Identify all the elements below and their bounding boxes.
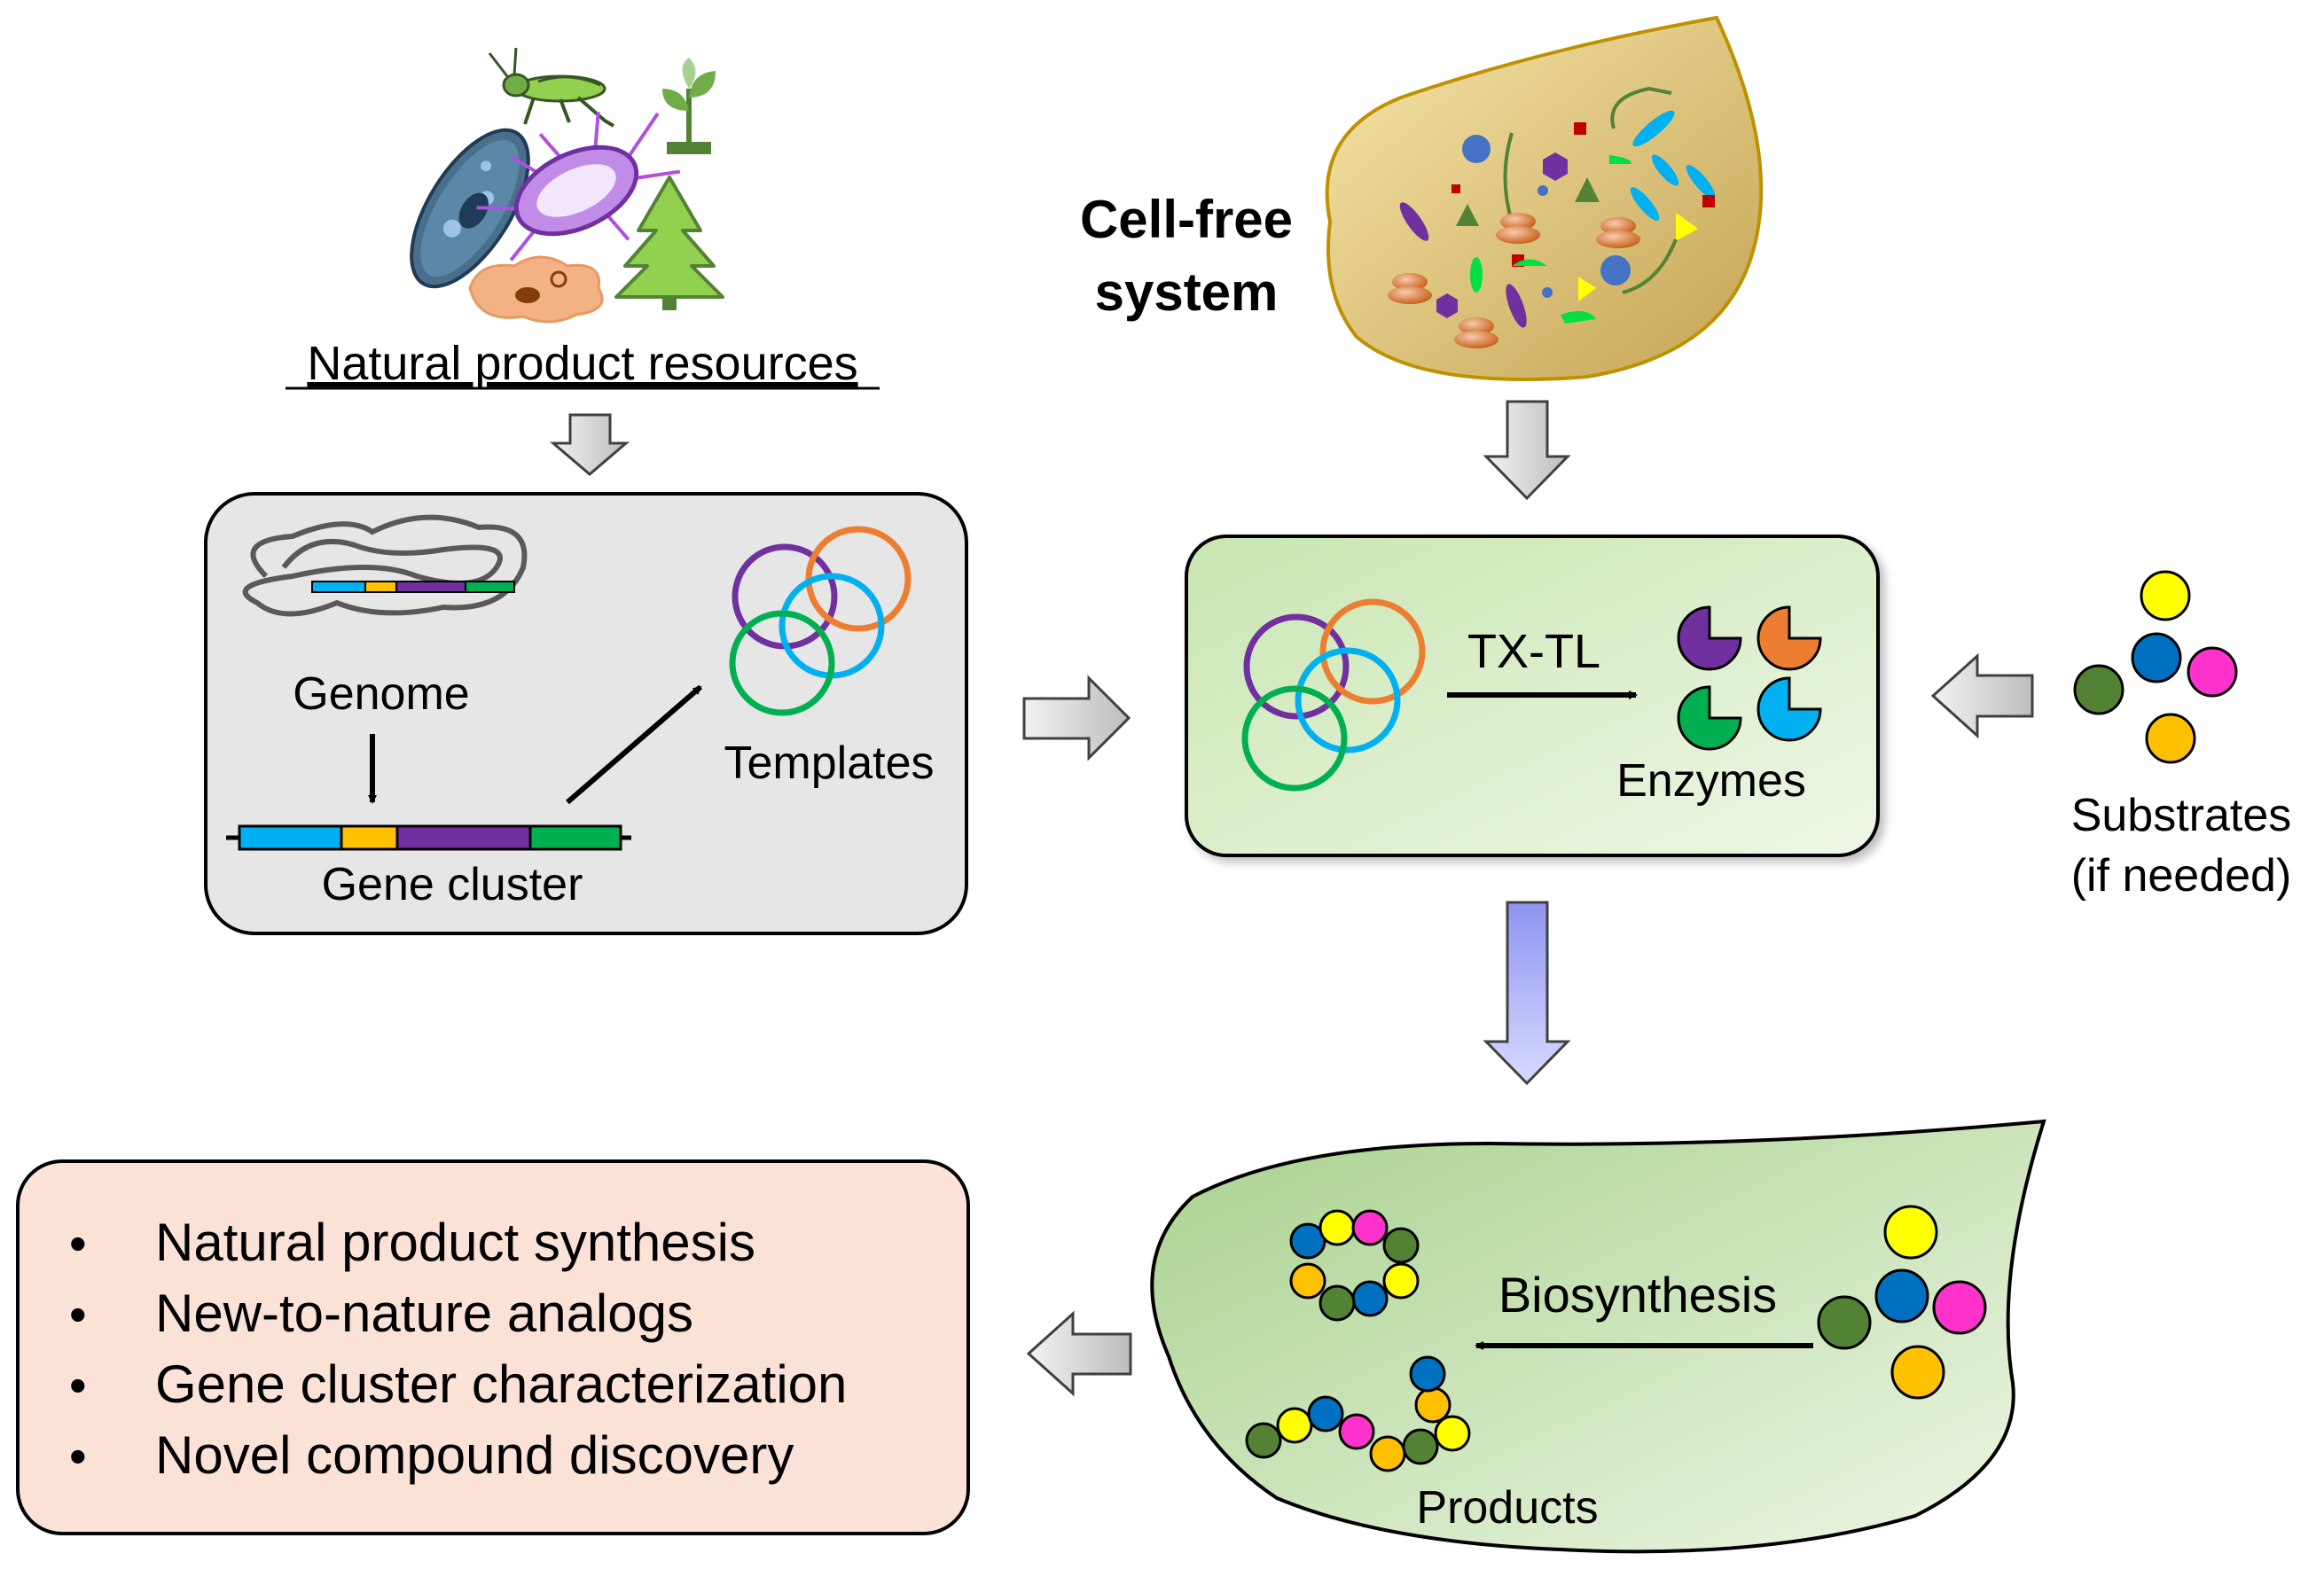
- product-chain-icon: [1245, 1355, 1471, 1472]
- list-bullet: •: [69, 1215, 87, 1271]
- grasshopper-icon: [488, 47, 615, 128]
- cell-free-extract: [1325, 15, 1764, 381]
- arrow-down-biosynthesis: [1483, 901, 1571, 1086]
- gene-cluster-icon: [226, 824, 631, 851]
- ribosome-icon: [1454, 317, 1498, 348]
- templates-label: Templates: [724, 738, 935, 789]
- arrow-left-substrates: [1930, 652, 2034, 739]
- substrates-label-line1: Substrates: [2071, 790, 2292, 841]
- list-bullet: •: [69, 1286, 87, 1342]
- arrow-left-applications: [1026, 1310, 1132, 1397]
- substrates-in-leaf-icon: [1817, 1205, 1987, 1400]
- genome-icon: [242, 514, 528, 617]
- cell-free-label-line2: system: [1095, 262, 1279, 322]
- cell-free-label-line1: Cell-free: [1080, 190, 1293, 249]
- applications-panel: [16, 1159, 970, 1535]
- templates-plasmid-icon: [729, 526, 912, 716]
- substrates-icon: [2073, 570, 2238, 764]
- amoeba-icon: [468, 255, 604, 324]
- bacterium-icon: [476, 112, 681, 262]
- arrow-down-resources: [549, 413, 630, 476]
- pine-tree-icon: [614, 176, 724, 310]
- list-bullet: •: [69, 1428, 87, 1484]
- plasmid-icon: [1241, 598, 1426, 792]
- list-item: Gene cluster characterization: [155, 1354, 847, 1414]
- arrow-right-to-txtl: [1022, 675, 1131, 761]
- enzyme-icon: [1677, 605, 1822, 751]
- ribosome-icon: [1596, 217, 1640, 248]
- arrow-cluster-to-templates: [566, 684, 702, 805]
- txtl-label: TX-TL: [1467, 625, 1600, 678]
- arrow-down-cellfree: [1483, 400, 1571, 501]
- applications-list: • Natural product synthesis • New-to-nat…: [69, 1213, 847, 1485]
- product-ring-icon: [1289, 1209, 1420, 1322]
- paramecium-icon: [410, 128, 530, 289]
- list-item: Natural product synthesis: [155, 1213, 755, 1272]
- ribosome-icon: [1388, 273, 1432, 304]
- natural-resources-label: Natural product resources: [307, 337, 857, 390]
- list-item: Novel compound discovery: [155, 1425, 794, 1485]
- sprout-icon: [662, 58, 716, 154]
- list-bullet: •: [69, 1357, 87, 1413]
- list-item: New-to-nature analogs: [155, 1284, 693, 1343]
- genome-label: Genome: [293, 668, 469, 720]
- substrates-label-line2: (if needed): [2071, 850, 2292, 902]
- genome-panel: [204, 492, 968, 935]
- natural-resources-illustration: [410, 47, 724, 324]
- ribosome-icon: [1496, 213, 1540, 244]
- enzymes-label: Enzymes: [1616, 755, 1806, 807]
- biosynthesis-label: Biosynthesis: [1498, 1267, 1777, 1323]
- products-label: Products: [1416, 1482, 1598, 1534]
- gene-cluster-label: Gene cluster: [322, 859, 583, 910]
